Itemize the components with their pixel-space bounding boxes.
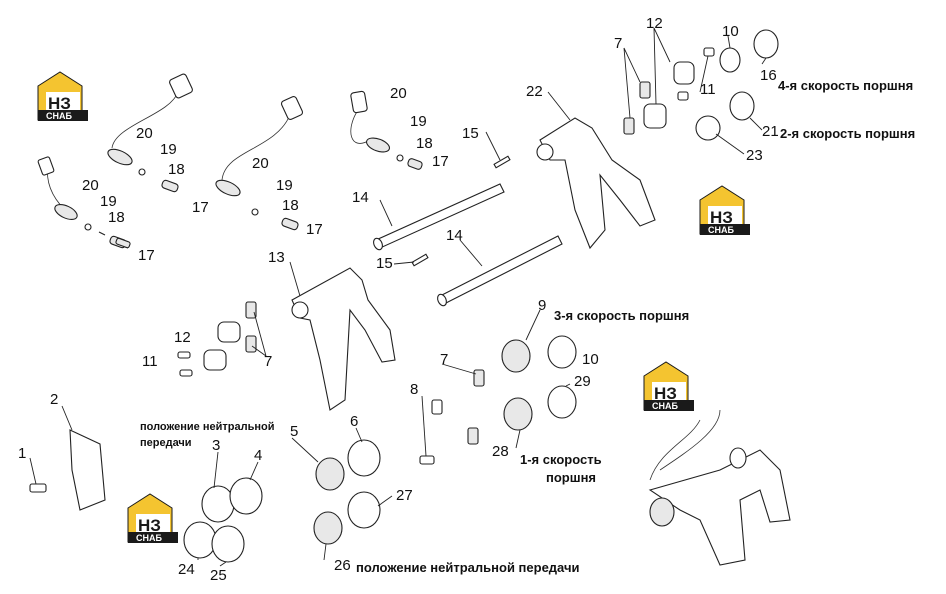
logo-mark: НЗ	[710, 208, 733, 227]
pistons-center-left	[177, 301, 257, 377]
part-number-29: 29	[574, 373, 591, 390]
part-number-20-center: 20	[390, 85, 407, 102]
pistons-center-right	[419, 335, 577, 465]
logo-sub: СНАБ	[708, 225, 734, 235]
part-number-26: 26	[334, 557, 351, 574]
logo-top-left: НЗ СНАБ	[37, 71, 88, 121]
caption-2nd-speed: 2-я скорость поршня	[780, 126, 915, 141]
part-number-11-top: 11	[700, 81, 716, 98]
caption-4th-speed: 4-я скорость поршня	[778, 78, 913, 93]
part-number-2: 2	[50, 391, 58, 408]
part-number-9: 9	[538, 297, 546, 314]
caption-neutral-top-line1: положение нейтральной	[140, 421, 274, 433]
part-number-20-left: 20	[82, 177, 99, 194]
pin-15-lower	[411, 253, 429, 267]
part-number-27: 27	[396, 487, 413, 504]
caption-3rd-speed: 3-я скорость поршня	[554, 308, 689, 323]
part-number-1: 1	[18, 445, 26, 462]
part-number-17-center-left: 17	[306, 221, 323, 238]
part-number-21: 21	[762, 123, 779, 140]
part-number-14-lower: 14	[446, 227, 463, 244]
logo-sub: СНАБ	[136, 533, 162, 543]
part-number-8: 8	[410, 381, 418, 398]
part-number-15-lower: 15	[376, 255, 393, 272]
shift-fork-13	[291, 267, 396, 411]
springs-top-right	[623, 29, 779, 141]
sensor-group-left	[37, 156, 131, 249]
caption-1st-speed-line2: поршня	[546, 470, 596, 485]
part-number-15-upper: 15	[462, 125, 479, 142]
part-number-3: 3	[212, 437, 220, 454]
part-number-28: 28	[492, 443, 509, 460]
part-number-7-left: 7	[264, 353, 272, 370]
part-number-10-mid: 10	[582, 351, 599, 368]
part-number-23: 23	[746, 147, 763, 164]
part-number-22: 22	[526, 83, 543, 100]
pin-15-upper	[493, 155, 511, 169]
logo-mark: НЗ	[138, 516, 161, 535]
assembled-unit	[648, 409, 791, 566]
caption-1st-speed-line1: 1-я скорость	[520, 452, 602, 467]
logo-sub: СНАБ	[46, 111, 72, 121]
part-number-12-left: 12	[174, 329, 191, 346]
sensor-group-mid-left	[107, 73, 193, 193]
part-number-4: 4	[254, 447, 262, 464]
logo-right-lower: НЗ СНАБ	[643, 361, 694, 411]
part-number-17-mid-left: 17	[192, 199, 209, 216]
part-number-16: 16	[760, 67, 777, 84]
part-number-20-mid-left: 20	[136, 125, 153, 142]
part-number-17-center: 17	[432, 153, 449, 170]
part-number-10-top: 10	[722, 23, 739, 40]
captions: 4-я скорость поршня 2-я скорость поршня …	[140, 78, 915, 575]
sensor-group-center-left	[215, 95, 304, 231]
caption-neutral-bottom: положение нейтральной передачи	[356, 560, 580, 575]
logo-sub: СНАБ	[652, 401, 678, 411]
logo-mark: НЗ	[48, 94, 71, 113]
part-number-18-mid-left: 18	[168, 161, 185, 178]
part-number-12-top: 12	[646, 15, 663, 32]
part-number-19-center-left: 19	[276, 177, 293, 194]
logo-right-mid: НЗ СНАБ	[699, 185, 750, 235]
part-number-18-left: 18	[108, 209, 125, 226]
part-numbers: 1 2 3 4 5 6 7 7 7 8 9 10 10 11 11 12 12 …	[18, 15, 779, 584]
caption-neutral-top-line2: передачи	[140, 437, 192, 449]
pistons-neutral	[313, 439, 381, 545]
cover-plate	[29, 429, 106, 511]
part-number-25: 25	[210, 567, 227, 584]
part-number-14-upper: 14	[352, 189, 369, 206]
part-number-24: 24	[178, 561, 195, 578]
part-number-7-mid: 7	[440, 351, 448, 368]
part-number-13: 13	[268, 249, 285, 266]
sensor-group-center	[350, 90, 423, 170]
part-number-19-mid-left: 19	[160, 141, 177, 158]
part-number-20-center-left: 20	[252, 155, 269, 172]
logo-bottom-left: НЗ СНАБ	[127, 493, 178, 543]
part-number-11-left: 11	[142, 353, 158, 370]
part-number-18-center-left: 18	[282, 197, 299, 214]
leader-lines	[29, 27, 767, 567]
shaft-lower	[437, 235, 563, 307]
logo-mark: НЗ	[654, 384, 677, 403]
part-number-18-center: 18	[416, 135, 433, 152]
part-number-19-center: 19	[410, 113, 427, 130]
shift-fork-22	[536, 117, 656, 250]
part-number-19-left: 19	[100, 193, 117, 210]
part-number-5: 5	[290, 423, 298, 440]
part-number-17-left: 17	[138, 247, 155, 264]
rings-bottom-left	[183, 477, 263, 563]
part-number-6: 6	[350, 413, 358, 430]
shaft-upper	[373, 183, 505, 251]
part-number-7-top: 7	[614, 35, 622, 52]
